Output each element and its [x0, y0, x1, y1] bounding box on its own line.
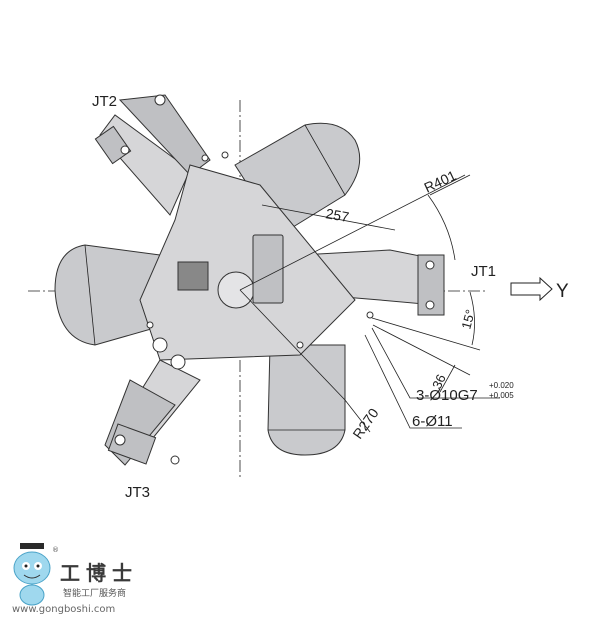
- tolerance-upper: +0.020: [489, 381, 514, 390]
- angle-label: 15°: [458, 308, 478, 331]
- jt1-label: JT1: [471, 263, 496, 280]
- mascot-icon: [13, 543, 51, 606]
- y-axis-label: Y: [556, 281, 569, 302]
- slogan-text: 智能工厂服务商: [63, 587, 126, 599]
- r401-label: R401: [422, 167, 459, 196]
- reg-mark: ®: [52, 546, 59, 554]
- jt3-motor: [267, 344, 346, 456]
- pin-holes-label: 3-Ø10G7: [416, 387, 478, 404]
- watermark-url: www.gongboshi.com: [12, 604, 115, 615]
- dim-257-label: 257: [324, 205, 350, 225]
- jt2-label: JT2: [92, 93, 117, 110]
- tolerance-lower: +0.005: [489, 391, 514, 400]
- jt3-label: JT3: [125, 484, 150, 501]
- y-arrow-icon: [510, 276, 553, 302]
- r270-label: R270: [349, 405, 381, 442]
- dim-36-label: 36: [429, 372, 449, 391]
- watermark: ® 工博士 智能工厂服务商 www.gongboshi.com: [12, 543, 138, 615]
- connector-plate: [177, 261, 209, 291]
- base-body: [139, 151, 374, 370]
- jt2-arm: [94, 94, 211, 216]
- jt2-motor: [54, 244, 166, 346]
- brand-text: 工博士: [60, 561, 138, 585]
- dimension-lines: [239, 174, 553, 433]
- jt3-arm: [104, 359, 201, 466]
- bolt-holes-label: 6-Ø11: [412, 413, 453, 430]
